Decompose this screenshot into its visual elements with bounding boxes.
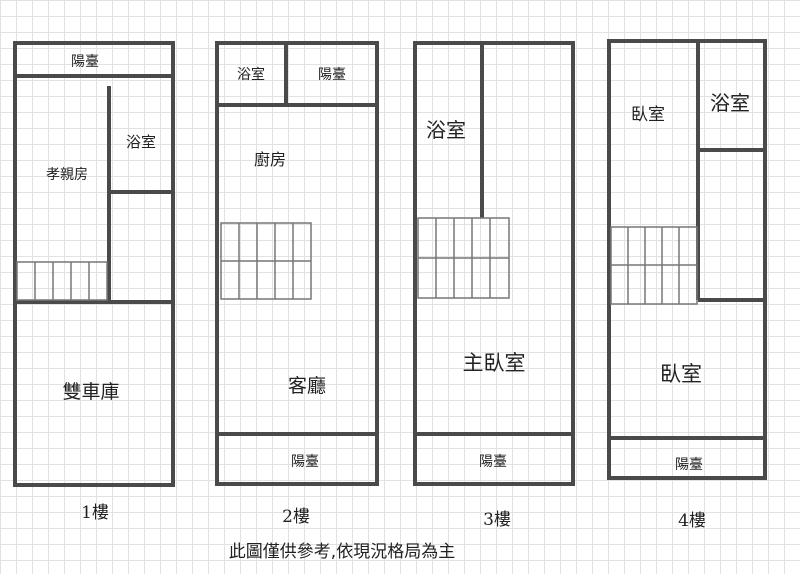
- floor-2-living-label: 客廳: [288, 375, 326, 397]
- floor-3-label: 3樓: [483, 510, 511, 530]
- floor-2-bath-label: 浴室: [237, 66, 265, 83]
- floor-3-stairs: [417, 217, 510, 299]
- floor-2-balcony-bottom-label: 陽臺: [291, 454, 319, 470]
- floor-3-bath-label: 浴室: [426, 118, 466, 142]
- floor-1-outline: [13, 41, 175, 487]
- floor-2-outline: [215, 41, 379, 486]
- floor-1-plan: 陽臺 浴室 孝親房 雙車庫 1樓: [13, 41, 175, 523]
- floor-4-bedroom-label: 臥室: [660, 362, 702, 386]
- floor-1-balcony-label: 陽臺: [71, 54, 99, 70]
- floor-3-plan: 浴室 主臥室 陽臺 3樓: [413, 41, 575, 530]
- floor-2-stairs: [220, 222, 312, 300]
- floor-1-bath-label: 浴室: [126, 133, 156, 151]
- floor-4-balcony-label: 陽臺: [675, 457, 703, 473]
- floor-3-balcony-label: 陽臺: [479, 454, 507, 470]
- floor-2-balcony-top-label: 陽臺: [318, 67, 346, 83]
- floor-2-plan: 浴室 陽臺 廚房 客廳 陽臺 2樓: [215, 41, 379, 527]
- floor-4-stairs: [610, 226, 698, 305]
- floor-2-label: 2樓: [282, 507, 310, 527]
- floor-4-bath-label: 浴室: [710, 91, 750, 115]
- floor-4-label: 4樓: [678, 511, 706, 531]
- floor-3-outline: [413, 41, 575, 486]
- floor-1-garage-label: 雙車庫: [62, 381, 119, 403]
- floor-1-filial-room-label: 孝親房: [46, 167, 88, 183]
- floor-1-stairs: [16, 261, 108, 301]
- floor-4-bedroom-top-label: 臥室: [631, 105, 665, 125]
- floor-1-label: 1樓: [81, 503, 109, 523]
- floor-4-plan: 臥室 浴室 臥室 陽臺 4樓: [607, 39, 767, 531]
- floor-2-kitchen-label: 廚房: [254, 150, 286, 169]
- footnote: 此圖僅供參考,依現況格局為主: [229, 542, 455, 562]
- floor-4-outline: [607, 39, 767, 480]
- floor-3-master-label: 主臥室: [463, 351, 526, 375]
